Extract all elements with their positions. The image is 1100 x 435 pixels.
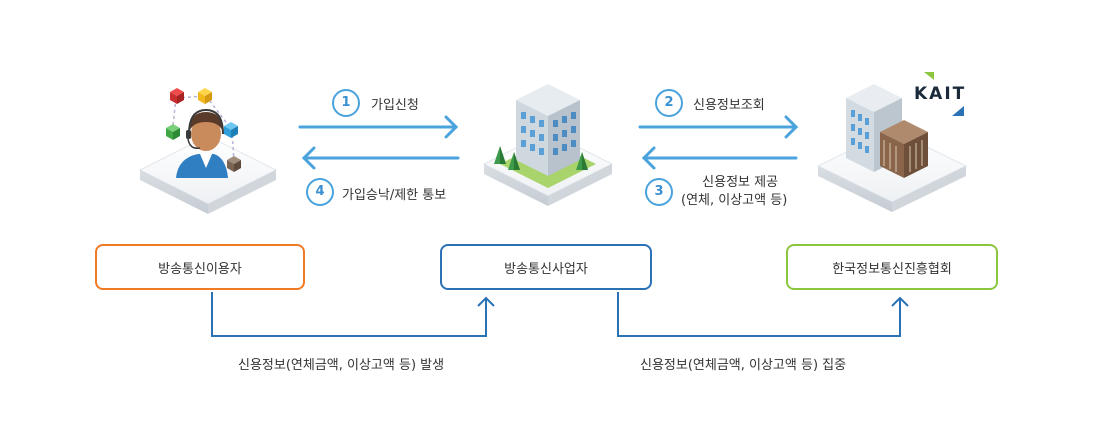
provider-box: 방송통신사업자 (440, 244, 652, 290)
association-box: 한국정보통신진흥협회 (786, 244, 998, 290)
connector-left (211, 292, 495, 337)
arrow-inquiry (638, 115, 799, 139)
step-number-3: 3 (645, 178, 673, 206)
office-building-icon (494, 84, 588, 176)
step-label-4: 가입승낙/제한 통보 (342, 188, 447, 203)
step-number-2: 2 (655, 89, 683, 117)
user-box-label: 방송통신이용자 (158, 261, 242, 277)
provider-box-label: 방송통신사업자 (504, 261, 588, 277)
bottom-flow-left-label: 신용정보(연체금액, 이상고액 등) 발생 (238, 358, 445, 373)
step-label-3-line1: 신용정보 제공 (702, 175, 779, 190)
kait-logo (924, 72, 964, 116)
connector-right (617, 292, 909, 337)
step-number-1: 1 (332, 89, 360, 117)
association-box-label: 한국정보통신진흥협회 (832, 261, 952, 277)
person-network-icon (166, 88, 241, 178)
step-number-4: 4 (306, 178, 334, 206)
step-label-2: 신용정보조회 (693, 98, 765, 113)
arrow-apply (298, 115, 459, 139)
step-label-1: 가입신청 (371, 98, 419, 113)
user-box: 방송통신이용자 (95, 244, 305, 290)
bottom-flow-right-label: 신용정보(연체금액, 이상고액 등) 집중 (640, 358, 847, 373)
step-label-3-line2: (연체, 이상고액 등) (681, 193, 788, 208)
arrow-notify (301, 146, 460, 170)
office-buildings-icon (846, 84, 928, 178)
kait-logo-text: KAIT (914, 84, 967, 104)
step-label-3: 신용정보 제공 (연체, 이상고액 등) (681, 174, 787, 210)
arrow-provide (641, 146, 798, 170)
